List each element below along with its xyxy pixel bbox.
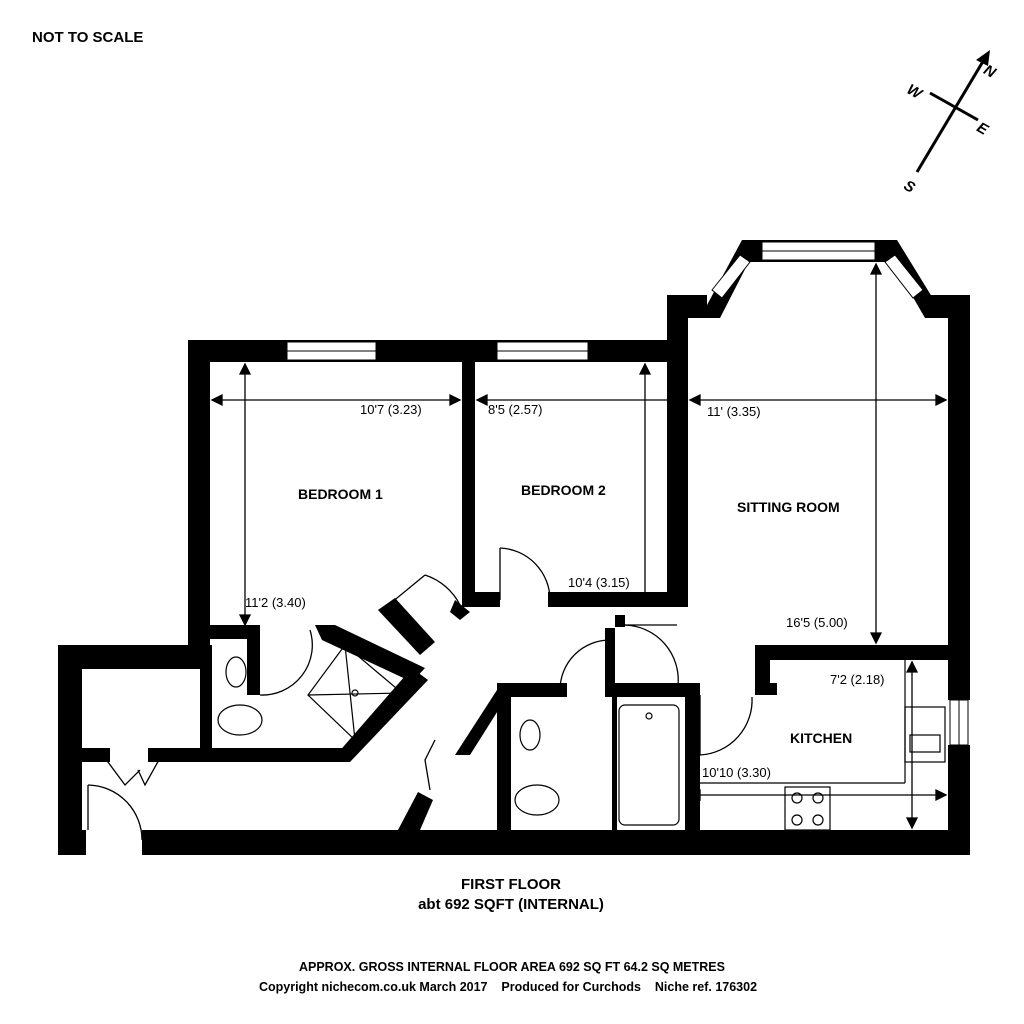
room-label-kitchen: KITCHEN [790,730,852,746]
fixtures [217,644,946,831]
floor-title: FIRST FLOOR [461,876,561,893]
compass-south: S [901,177,918,197]
shower-icon [307,644,403,741]
bathroom-toilet-icon [514,784,560,816]
compass-icon: N W E S [901,50,1000,197]
floor-area: abt 692 SQFT (INTERNAL) [418,896,604,913]
hob-icon [784,786,831,831]
not-to-scale-note: NOT TO SCALE [32,29,143,46]
sink-icon [904,706,946,763]
dim-bedroom2-width: 8'5 (2.57) [488,402,543,417]
room-label-bedroom-2: BEDROOM 2 [521,482,606,498]
footer-copyright-line: Copyright nichecom.co.uk March 2017 Prod… [259,980,757,994]
dim-sitting-width: 11' (3.35) [707,404,761,419]
room-label-sitting-room: SITTING ROOM [737,499,840,515]
bathroom-basin-icon [519,719,541,751]
walls [58,240,970,855]
dimension-lines [210,262,948,830]
dim-kitchen-length: 7'2 (2.18) [830,672,885,687]
dim-sitting-length: 16'5 (5.00) [786,615,848,630]
doors [87,547,753,841]
footer-area-line: APPROX. GROSS INTERNAL FLOOR AREA 692 SQ… [299,960,725,974]
compass-west: W [904,81,926,104]
compass-east: E [974,119,992,139]
ensuite-toilet-icon [217,704,263,736]
dim-bedroom1-length: 11'2 (3.40) [245,595,306,610]
windows [286,241,969,746]
dim-bedroom2-length: 10'4 (3.15) [568,575,630,590]
dim-kitchen-width: 10'10 (3.30) [702,765,771,780]
dim-bedroom1-width: 10'7 (3.23) [360,402,422,417]
ensuite-basin-icon [225,656,247,688]
room-label-bedroom-1: BEDROOM 1 [298,486,383,502]
compass-north: N [981,61,1000,82]
bath-icon [618,704,680,826]
